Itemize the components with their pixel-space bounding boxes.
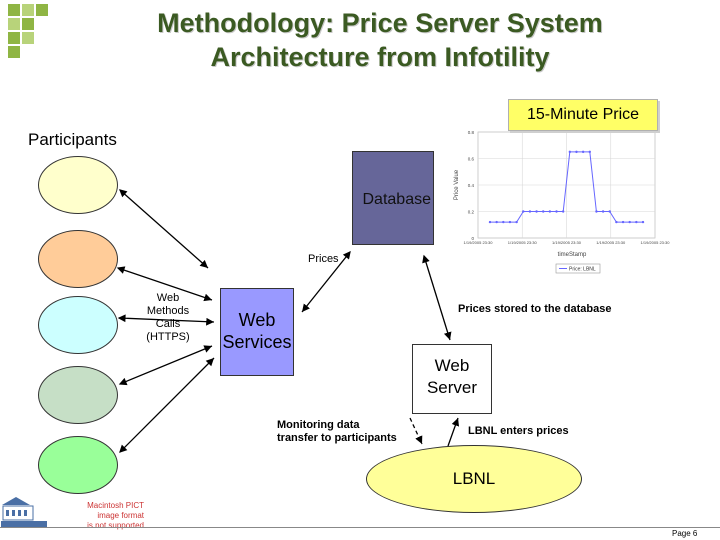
chart-data-point — [522, 210, 525, 213]
arrow-participants-webservices — [117, 314, 215, 326]
web-methods-line-3: Calls — [155, 318, 181, 330]
title-line-1: Methodology: Price Server System — [157, 8, 603, 38]
web-server-line-2: Server — [426, 378, 478, 397]
monitoring-line-2: transfer to participants — [277, 432, 397, 444]
slide-title: Methodology: Price Server System Archite… — [80, 6, 680, 74]
monitoring-label: Monitoring data transfer to participants — [277, 419, 417, 445]
web-server-box: Web Server — [412, 344, 492, 414]
participant-2 — [38, 230, 118, 288]
participant-4 — [38, 366, 118, 424]
chart-legend-box — [555, 263, 601, 274]
chart-xtick-label: 1/19/2005 23:30 — [464, 240, 494, 245]
arrow-lbnl-webserver — [447, 417, 460, 447]
chart-data-point — [568, 150, 572, 154]
chart-data-point — [515, 220, 518, 224]
chart-data-point — [595, 210, 598, 213]
chart-data-point — [601, 210, 605, 213]
page-number: Page 6 — [672, 529, 698, 538]
berkeley-lab-logo — [1, 497, 47, 527]
chart-data-point — [495, 220, 498, 224]
pict-notice: Macintosh PICT image format is not suppo… — [82, 501, 144, 531]
arrow-participant-2 — [116, 266, 213, 302]
participant-1 — [38, 156, 118, 214]
web-services-line-1: Web — [238, 310, 276, 330]
chart-data-point — [635, 220, 638, 224]
pict-line-1: Macintosh PICT — [87, 501, 144, 510]
monitoring-line-1: Monitoring data — [277, 419, 360, 431]
web-methods-calls-label: Web Methods Calls (HTTPS) — [136, 292, 200, 344]
arrow-database-webserver — [422, 254, 452, 341]
chart-ytick-label: 0.4 — [468, 183, 475, 188]
chart-data-point — [548, 210, 552, 213]
prices-label: Prices — [308, 253, 339, 265]
lbnl-ellipse: LBNL — [366, 445, 582, 513]
title-line-2: Architecture from Infotility — [210, 42, 550, 72]
footer-rule — [0, 527, 720, 528]
lbnl-enters-label: LBNL enters prices — [468, 425, 569, 437]
chart-data-point — [555, 210, 558, 213]
chart-xlabel: timeStamp — [558, 252, 587, 258]
chart-data-point — [508, 220, 512, 224]
chart-legend-label: Price: LBNL — [569, 267, 596, 273]
web-services-box: Web Services — [220, 288, 294, 376]
chart-data-point — [608, 210, 611, 213]
arrow-participant-4 — [118, 345, 213, 386]
chart-data-point — [502, 220, 505, 224]
chart-data-point — [621, 220, 625, 224]
web-methods-line-2: Methods — [146, 305, 190, 317]
chart-data-point — [581, 150, 585, 154]
database-box: Database — [352, 151, 434, 245]
web-server-line-1: Web — [434, 356, 470, 375]
chart-ytick-label: 0 — [471, 236, 474, 241]
participant-3 — [38, 296, 118, 354]
arrow-db-webservices — [301, 250, 351, 313]
chart-ylabel: Price Value — [454, 169, 460, 200]
chart-data-point — [641, 220, 645, 224]
pict-line-3: is not supported — [87, 521, 144, 530]
arrow-participant-5 — [119, 357, 215, 453]
chart-xtick-label: 1/19/2005 23:30 — [508, 240, 538, 245]
chart-xtick-label: 1/19/2005 23:30 — [641, 240, 671, 245]
participant-5 — [38, 436, 118, 494]
chart-xtick-label: 1/19/2005 23:30 — [552, 240, 582, 245]
arrow-participant-database — [119, 189, 209, 269]
database-label: Database — [362, 191, 432, 208]
pict-line-2: image format — [97, 511, 144, 520]
chart-data-point — [528, 210, 532, 213]
prices-stored-label: Prices stored to the database — [458, 303, 612, 315]
chart-data-point — [488, 220, 492, 224]
chart-data-point — [535, 210, 538, 213]
web-methods-line-4: (HTTPS) — [146, 331, 190, 343]
chart-data-point — [561, 210, 565, 213]
chart-data-point — [542, 210, 545, 213]
chart-data-point — [575, 150, 578, 154]
web-methods-line-1: Web — [156, 292, 180, 304]
chart-ytick-label: 0.2 — [468, 210, 475, 215]
chart-ytick-label: 0.8 — [468, 130, 475, 135]
web-services-line-2: Services — [222, 332, 292, 352]
chart-data-point — [628, 220, 631, 224]
arrow-monitoring — [409, 417, 423, 445]
chart-xtick-label: 1/19/2005 23:30 — [596, 240, 626, 245]
chart-data-point — [588, 150, 591, 154]
chart-ytick-label: 0.6 — [468, 157, 475, 162]
price-badge: 15-Minute Price — [508, 99, 658, 131]
chart-data-point — [615, 220, 618, 224]
participants-label: Participants — [28, 130, 117, 149]
